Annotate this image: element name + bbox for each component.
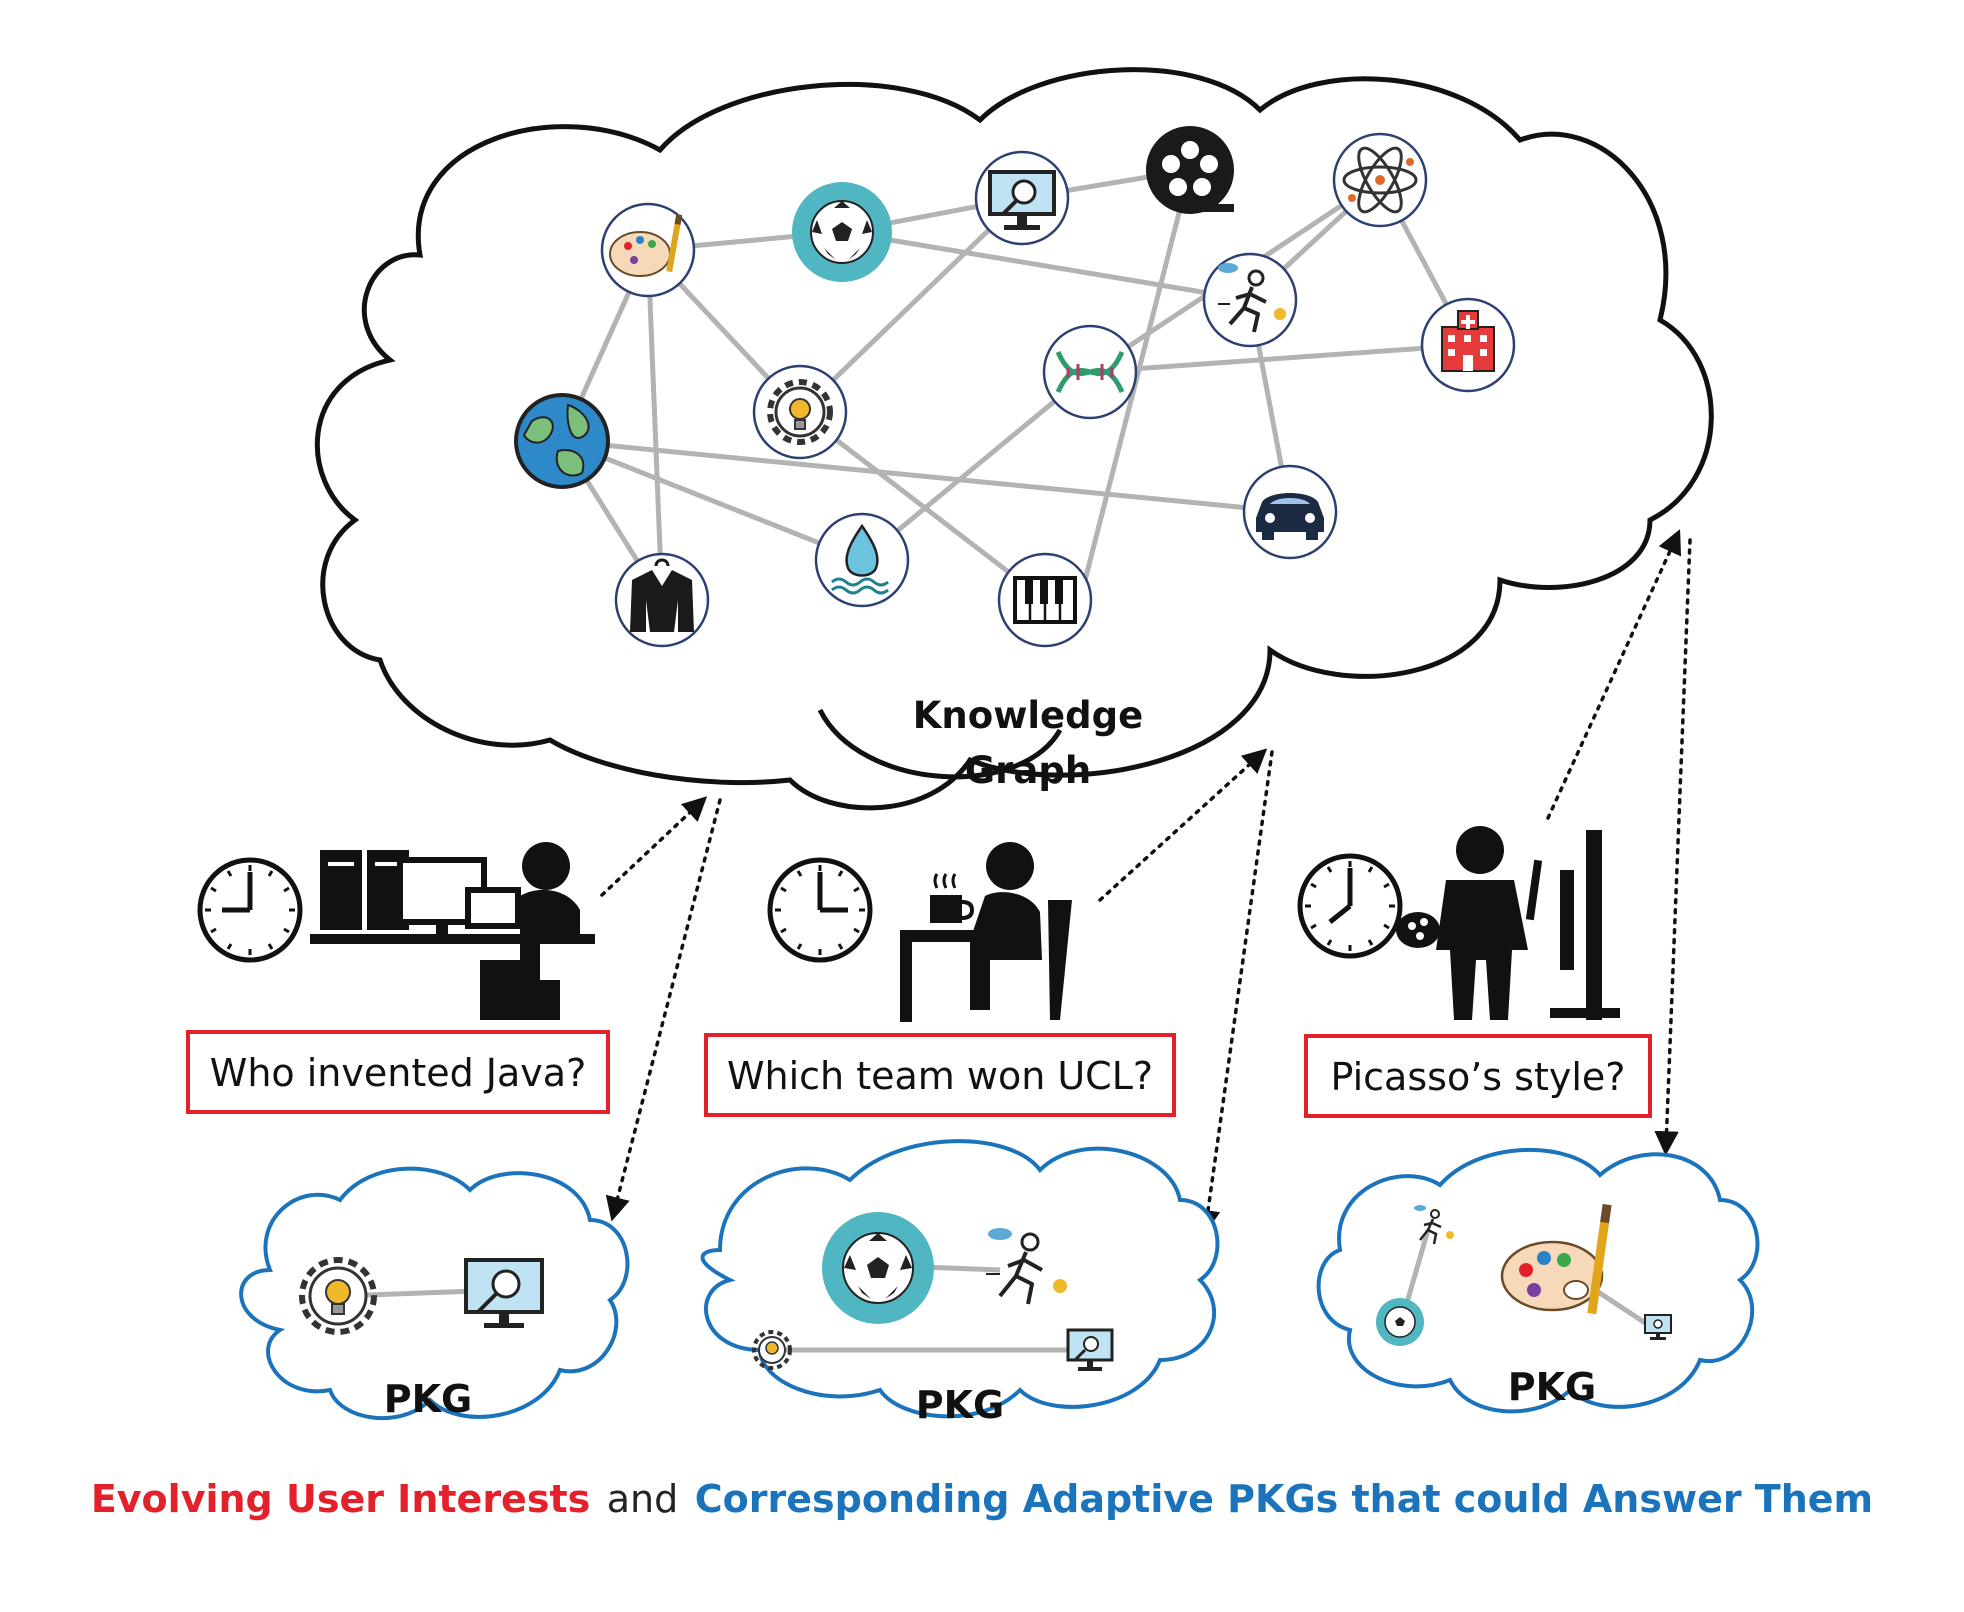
- film-reel-icon: [1146, 126, 1234, 214]
- user-1: Who invented Java?: [186, 842, 610, 1114]
- piano-icon: [997, 552, 1093, 648]
- caption-part-1: Evolving User Interests: [91, 1477, 590, 1521]
- monitor-search-icon: [974, 150, 1070, 246]
- kg-edges: [559, 167, 1471, 603]
- pkg-3-label: PKG: [1508, 1365, 1597, 1409]
- gear-bulb-icon: [299, 1257, 377, 1335]
- user-2: Which team won UCL?: [704, 842, 1176, 1117]
- pkg-cloud-3: PKG: [1316, 1147, 1760, 1414]
- atom-icon: [1332, 132, 1428, 228]
- runner-icon: [1202, 252, 1298, 348]
- car-icon: [1242, 464, 1338, 560]
- globe-icon: [514, 393, 610, 489]
- clock-icon: [1300, 856, 1400, 956]
- gear-bulb-icon: [752, 1330, 792, 1370]
- question-box-2: Which team won UCL?: [704, 1033, 1176, 1117]
- pkg-cloud-2: PKG: [700, 1139, 1220, 1427]
- computer-worker-icon: [310, 842, 595, 1020]
- question-box-3: Picasso’s style?: [1304, 1034, 1652, 1118]
- monitor-search-icon: [464, 1258, 544, 1328]
- kg-label-line1: Knowledge: [913, 694, 1143, 737]
- question-3-text: Picasso’s style?: [1331, 1055, 1626, 1099]
- soccer-ball-icon: [1376, 1298, 1424, 1346]
- clock-icon: [200, 860, 300, 960]
- soccer-ball-icon: [822, 1212, 934, 1324]
- monitor-search-icon: [1066, 1328, 1114, 1371]
- hospital-icon: [1420, 297, 1516, 393]
- caption-part-2: and: [595, 1477, 691, 1521]
- coffee-person-icon: [900, 842, 1072, 1022]
- monitor-search-icon: [1644, 1314, 1672, 1340]
- pkg-2-label: PKG: [916, 1383, 1005, 1427]
- pkg-cloud-1: PKG: [239, 1166, 630, 1421]
- runner-icon: [1414, 1205, 1454, 1245]
- dna-icon: [1042, 324, 1138, 420]
- painter-icon: [1396, 826, 1620, 1020]
- question-2-text: Which team won UCL?: [727, 1054, 1153, 1098]
- question-box-1: Who invented Java?: [186, 1030, 610, 1114]
- runner-icon: [986, 1228, 1067, 1305]
- water-drop-icon: [814, 512, 910, 608]
- question-1-text: Who invented Java?: [210, 1051, 587, 1095]
- user-3: Picasso’s style?: [1300, 826, 1652, 1118]
- caption-part-3: Corresponding Adaptive PKGs that could A…: [695, 1477, 1873, 1521]
- soccer-ball-icon: [792, 182, 892, 282]
- kg-nodes: [514, 126, 1516, 648]
- pkg-1-label: PKG: [384, 1377, 473, 1421]
- figure-caption: Evolving User Interests and Correspondin…: [91, 1477, 1873, 1521]
- clock-icon: [770, 860, 870, 960]
- kg-label-line2: Graph: [965, 749, 1091, 792]
- palette-icon: [1500, 1204, 1612, 1315]
- gear-bulb-icon: [752, 364, 848, 460]
- palette-icon: [600, 202, 696, 298]
- coat-icon: [614, 552, 710, 648]
- dotted-arrows: [600, 529, 1692, 1235]
